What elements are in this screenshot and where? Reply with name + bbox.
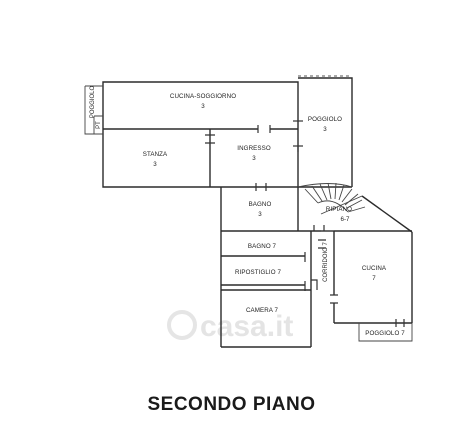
room-label-stanza: STANZA (143, 151, 168, 158)
room-label-bagno-7: BAGNO 7 (248, 243, 277, 250)
room-num-ingresso: 3 (252, 155, 256, 162)
room-label-ingresso: INGRESSO (237, 145, 271, 152)
room-label-poggiolo-left: POGGIOLO (90, 85, 96, 118)
staircase (297, 182, 366, 213)
room-label-corridoio: CORRIDOIO 7 (323, 242, 329, 282)
watermark-text: casa.it (200, 310, 293, 343)
room-label-cucina-soggiorno: CUCINA-SOGGIORNO (170, 93, 236, 100)
room-num-poggiolo-top: 3 (323, 126, 327, 133)
room-num-cucina-7: 7 (372, 275, 376, 282)
door-marks-top (205, 120, 303, 191)
room-num-ripiano: 6-7 (341, 216, 351, 223)
room-label-pt-left: PT (96, 121, 102, 129)
room-label-poggiolo-top: POGGIOLO (308, 116, 342, 123)
room-num-cucina-soggiorno: 3 (201, 103, 205, 110)
door-marks-bottom (304, 225, 405, 327)
room-label-cucina-7: CUCINA (362, 265, 387, 272)
room-label-ripiano: RIPIANO (326, 206, 352, 213)
room-label-camera: CAMERA 7 (246, 307, 279, 314)
floor-title: SECONDO PIANO (147, 394, 316, 415)
unit-7-walls (220, 187, 413, 348)
room-label-bagno-3: BAGNO (249, 201, 272, 208)
room-num-stanza: 3 (153, 161, 157, 168)
room-label-poggiolo-7: POGGIOLO 7 (365, 330, 405, 337)
room-label-ripostiglio: RIPOSTIGLIO 7 (235, 269, 281, 276)
room-num-bagno-3: 3 (258, 211, 262, 218)
watermark-logo: casa.it (167, 310, 293, 343)
